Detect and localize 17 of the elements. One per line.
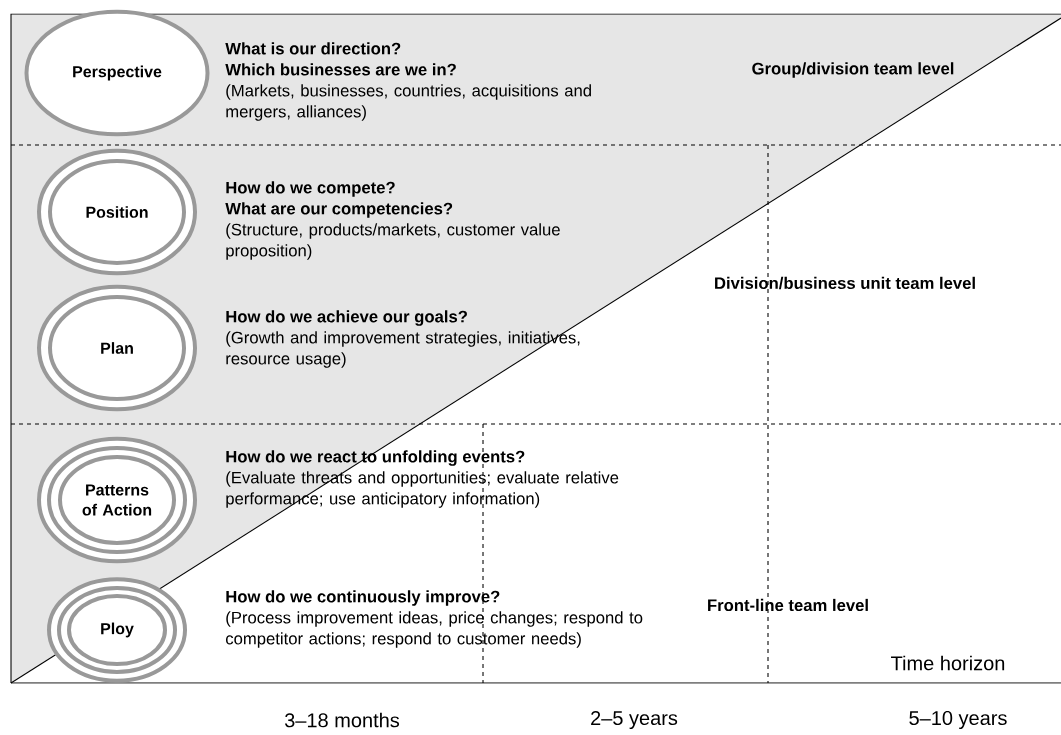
- description-text: (Process improvement ideas, price changes; respond to competitor actions; respond to customer needs): [226, 611, 643, 648]
- time-label: 3–18 months: [284, 712, 400, 728]
- time-label: 5–10 years: [909, 710, 1007, 730]
- question-text: How do we compete?: [226, 181, 395, 197]
- question-text: What is our direction?: [225, 42, 401, 55]
- description-text: (Markets, businesses, countries, acquisitions and mergers, alliances): [226, 84, 591, 121]
- question-text: How do we achieve our goals?: [226, 310, 467, 326]
- question-text: Which businesses are we in?: [225, 63, 456, 76]
- question-text: How do we continuously improve?: [226, 590, 500, 606]
- description-text: (Structure, products/markets, customer value proposition): [226, 223, 560, 260]
- time-label: Time horizon: [891, 655, 1005, 671]
- question-text: What are our competencies?: [225, 202, 453, 218]
- node-label: Ploy: [101, 622, 134, 638]
- level-label: Front-line team level: [708, 598, 868, 612]
- level-label: Division/business unit team level: [715, 276, 975, 290]
- level-label: Group/division team level: [752, 62, 954, 78]
- time-label: 2–5 years: [591, 710, 678, 730]
